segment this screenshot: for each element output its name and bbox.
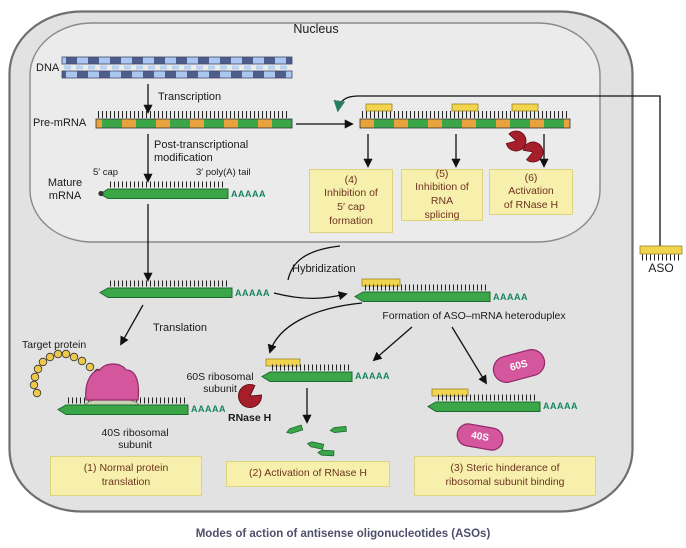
box6-line1: (6) [524,171,538,184]
mature-mrna-line1: Mature [47,177,83,189]
aso-bar [639,245,683,255]
dna-double-strand [61,56,293,79]
hybridization-merge-curve [287,245,341,281]
post-transcriptional-line1: Post-transcriptional [154,139,249,151]
aso-fragment [451,103,479,112]
rnase-h-label: RNase H [228,412,272,424]
box4-line4: formation [329,214,373,227]
normal-translation-scene [29,349,189,415]
aso-bound-pre-mrna [359,103,571,165]
post-transcriptional-line2: modification [154,151,213,164]
box-inhibition-cap: (4) Inhibition of 5′ cap formation [309,169,393,233]
60s-ribosomal-line2: subunit [203,383,237,396]
arrow-translation [120,304,144,346]
aso-bound-premrna-bar [359,118,571,129]
box-steric-hinderance: (3) Steric hinderance of ribosomal subun… [414,456,596,496]
transcription-label: Transcription [158,91,222,103]
40s-short-label: 40S [470,430,490,444]
box2-line1: (2) Activation of RNase H [249,467,367,480]
box-normal-translation: (1) Normal protein translation [50,456,202,496]
five-cap-label: 5′ cap [93,167,119,178]
arrow-heteroduplex-to-steric [451,326,487,385]
box4-line1: (4) [344,173,358,186]
hybridization-arrow [273,291,348,301]
aso-molecule [639,245,683,261]
box5-line2: Inhibition of [415,181,469,194]
60s-ribosomal-label: 60S ribosomal subunit [170,371,270,396]
dna-label: DNA [36,62,60,74]
40s-ribosomal-line1: 40S ribosomal [101,427,169,439]
box6-line3: of RNase H [503,198,559,211]
aso-label: ASO [648,261,674,275]
scene3-mrna-bar [427,401,541,412]
polya-sequence: AAAAA [543,401,578,411]
mature-mrna [98,181,229,199]
pre-mrna-bar [95,118,293,129]
heteroduplex-curl-arrow [267,302,363,354]
aso-entry-path [333,95,661,246]
box-activation-rnaseh-cytoplasm: (2) Activation of RNase H [226,461,390,487]
box1-line1: (1) Normal protein [83,462,169,475]
dna-bottom-strand [61,70,293,79]
60s-ribosomal-line1: 60S ribosomal [186,371,254,383]
box4-line3: 5′ cap [337,201,365,213]
pre-mrna [95,111,293,129]
scene2-aso [265,358,301,367]
60s-subunit-shape [85,363,140,401]
box3-line1: (3) Steric hinderance of [450,462,560,475]
cytoplasm-mrna-bar [99,287,233,298]
40s-ribosomal-label: 40S ribosomal subunit [85,427,185,452]
box6-line2: Activation [508,185,554,198]
box5-line3: RNA [430,195,454,207]
mature-mrna-line2: mRNA [48,189,82,202]
box3-line2: ribosomal subunit binding [445,476,565,488]
aso-mrna-heteroduplex [354,278,491,302]
box4-line2: Inhibition of [324,187,378,200]
box5-line4: splicing [424,208,460,221]
hybridization-label: Hybridization [292,263,356,275]
60s-short-label: 60S [509,358,529,373]
rnase-h-activation-scene [233,358,353,457]
polya-sequence: AAAAA [235,288,270,298]
polya-sequence: AAAAA [191,404,226,414]
polya-sequence: AAAAA [493,292,528,302]
steric-hinderance-scene: 60S 40S [427,349,546,451]
scene1-mrna-bar [57,404,189,415]
heteroduplex-label: Formation of ASO–mRNA heteroduplex [382,310,566,322]
40s-ribosomal-line2: subunit [118,439,152,452]
aso-fragment [365,103,393,112]
dna-top-strand [61,56,293,65]
post-transcriptional-label: Post-transcriptional modification [154,139,248,165]
cytoplasm-mrna [99,280,233,298]
polya-sequence: AAAAA [231,189,266,199]
target-protein-label: Target protein [22,339,87,351]
arrow-heteroduplex-to-rnase [372,326,413,362]
40s-blocked-subunit: 40S [456,423,504,451]
five-cap-dot [98,190,104,197]
60s-blocked-subunit: 60S [492,349,546,383]
polya-sequence: AAAAA [355,371,390,381]
translation-label: Translation [153,322,208,334]
polya-tail-label: 3′ poly(A) tail [196,167,251,178]
heteroduplex-mrna-bar [354,291,491,302]
aso-fragment [511,103,539,112]
box-inhibition-splicing: (5) Inhibition of RNA splicing [401,167,483,221]
mature-mrna-label: Mature mRNA [38,177,92,203]
pre-mrna-label: Pre-mRNA [33,117,87,129]
box5-line1: (5) [435,167,449,180]
scene2-mrna-bar [261,371,353,382]
box-activation-rnaseh-nucleus: (6) Activation of RNase H [489,169,573,215]
box1-line2: translation [101,476,151,488]
figure-caption: Modes of action of antisense oligonucleo… [195,528,491,540]
mature-mrna-bar [99,188,229,199]
nucleus-label: Nucleus [293,22,339,36]
